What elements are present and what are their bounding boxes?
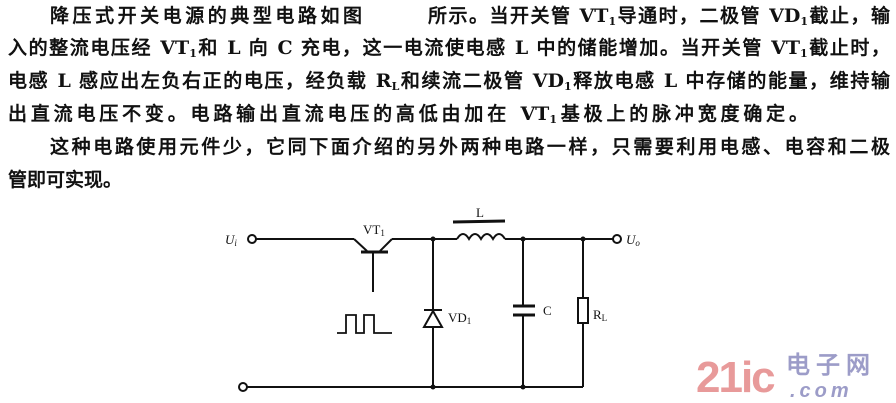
output-label: Uo bbox=[626, 232, 640, 248]
text-line: 入的整流电压经 VT1和 L 向 C 充电，这一电流使电感 L 中的储能增加。当… bbox=[8, 35, 890, 61]
text-segment: 管即可实现。 bbox=[8, 169, 123, 191]
text-segment: 降压式开关电源的典型电路如图 bbox=[50, 5, 362, 27]
text-line: 出直流电压不变。电路输出直流电压的高低由加在 VT1基极上的脉冲宽度确定。 bbox=[8, 101, 808, 127]
text-segment: 所示。当开关管 VT bbox=[428, 5, 609, 27]
collector bbox=[353, 238, 368, 252]
subscript: 1 bbox=[189, 47, 197, 60]
output-terminal bbox=[612, 234, 622, 244]
emitter bbox=[379, 238, 393, 252]
input-label: Ui bbox=[225, 232, 237, 248]
text-segment: 截止，输 bbox=[808, 5, 890, 27]
text-line: 所示。当开关管 VT1导通时，二极管 VD1截止，输 bbox=[428, 3, 890, 29]
text-segment: 电感 L 感应出左负右正的电压，经负载 R bbox=[8, 70, 392, 92]
subscript: 1 bbox=[800, 15, 809, 28]
subscript: 1 bbox=[564, 80, 572, 93]
transistor-label: VT1 bbox=[363, 222, 385, 238]
logo-brand: 21ic bbox=[696, 353, 776, 402]
junction-dots bbox=[430, 236, 586, 390]
text-segment: 释放电感 L 中存储的能量，维持输 bbox=[571, 70, 890, 92]
pulse-waveform bbox=[337, 314, 392, 334]
text-segment: 出直流电压不变。电路输出直流电压的高低由加在 VT bbox=[8, 103, 550, 125]
text-line: 降压式开关电源的典型电路如图 bbox=[50, 3, 362, 29]
logo-cn: 电子网 bbox=[786, 352, 876, 379]
diode-label: VD1 bbox=[448, 310, 471, 326]
inductor-label: L bbox=[476, 205, 484, 220]
text-segment: 和 L 向 C 充电，这一电流使电感 L 中的储能增加。当开关管 VT bbox=[196, 37, 800, 59]
text-segment: 截止时， bbox=[807, 37, 890, 59]
text-segment: 导通时，二极管 VD bbox=[616, 5, 801, 27]
text-segment: 这种电路使用元件少，它同下面介绍的另外两种电路一样，只需要利用电感、电容和二极 bbox=[50, 136, 890, 158]
text-segment: 基极上的脉冲宽度确定。 bbox=[556, 103, 808, 125]
subscript: 1 bbox=[608, 15, 617, 28]
text-line: 电感 L 感应出左负右正的电压，经负载 RL和续流二极管 VD1释放电感 L 中… bbox=[8, 68, 890, 94]
subscript: L bbox=[391, 80, 400, 93]
text-line: 管即可实现。 bbox=[8, 167, 138, 193]
text-segment: 和续流二极管 VD bbox=[399, 70, 564, 92]
input-terminal bbox=[247, 234, 257, 244]
inductor-coil bbox=[456, 233, 506, 241]
logo-domain: .com bbox=[790, 380, 853, 402]
capacitor-label: C bbox=[543, 303, 552, 318]
subscript: 1 bbox=[800, 47, 808, 60]
inductor-core bbox=[452, 219, 506, 224]
ground-terminal bbox=[238, 382, 248, 392]
text-line: 这种电路使用元件少，它同下面介绍的另外两种电路一样，只需要利用电感、电容和二极 bbox=[50, 134, 890, 160]
resistor-label: RL bbox=[593, 307, 607, 323]
text-segment: 入的整流电压经 VT bbox=[8, 37, 190, 59]
diode-triangle bbox=[422, 308, 444, 328]
resistor-body bbox=[577, 297, 589, 324]
subscript: 1 bbox=[549, 113, 557, 126]
